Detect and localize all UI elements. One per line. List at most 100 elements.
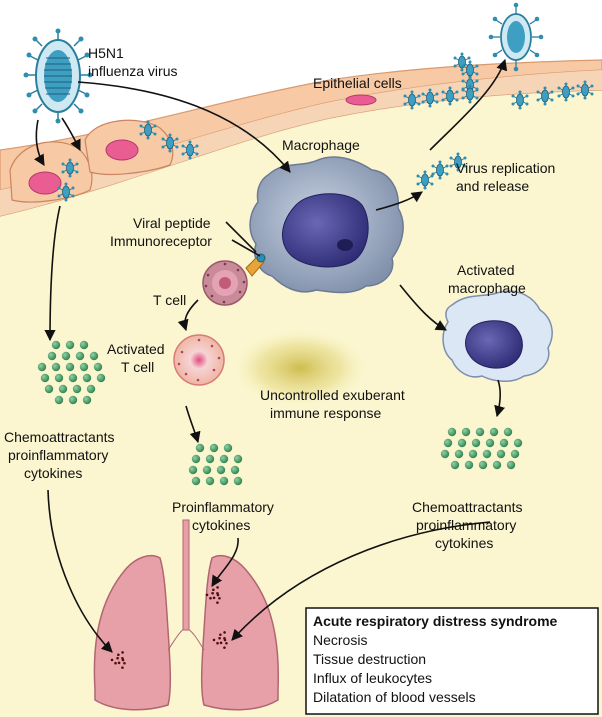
activated-t-cell-label-line1: Activated [107, 341, 165, 357]
lesion-dot [225, 641, 228, 645]
activated-macrophage-label-line1: Activated [457, 262, 515, 278]
cytokine-dot [499, 438, 509, 448]
cytokine-dot [79, 362, 89, 372]
lesion-dot [223, 636, 226, 640]
cytokine-dot [65, 340, 75, 350]
cytokine-dot [489, 427, 499, 437]
cytokine-dot [65, 362, 75, 372]
cytokine-dot [202, 465, 212, 475]
epithelial-fill [0, 70, 602, 216]
cytokine-dot [219, 476, 229, 486]
cytokine-dot [450, 460, 460, 470]
small-virus-icon [449, 152, 467, 172]
proinflam-label-line1: Proinflammatory [172, 499, 274, 515]
activated-t-cell [173, 334, 225, 386]
cytokine-dot [188, 465, 198, 475]
released-virus-icon [488, 2, 544, 72]
cytokine-dot [475, 427, 485, 437]
cytokine-dot [37, 362, 47, 372]
cytokine-dot [40, 373, 50, 383]
center-label-line1: Uncontrolled exuberant [260, 387, 405, 403]
cytokine-dot [230, 465, 240, 475]
cytokine-dot [468, 449, 478, 459]
small-virus-icon [61, 158, 79, 178]
virus-label-line1: H5N1 [88, 45, 124, 61]
small-virus-icon [536, 86, 554, 106]
lesion-dot [216, 591, 219, 595]
ards-item: Influx of leukocytes [313, 670, 432, 686]
h5n1-virus-icon [23, 28, 93, 124]
cytokine-clusters [37, 340, 523, 486]
small-virus-icon [461, 84, 479, 104]
replication-label-line2: and release [456, 178, 529, 194]
lesion-dot [212, 588, 215, 592]
lesion-dot [211, 591, 214, 595]
cytokine-dot [510, 449, 520, 459]
small-virus-icon [453, 52, 471, 72]
small-virus-icon [511, 90, 529, 110]
lesion-dot [114, 661, 117, 665]
cytokine-dot [492, 460, 502, 470]
chemo-right-line3: cytokines [435, 535, 493, 551]
macrophage-label: Macrophage [282, 137, 360, 153]
lesion-dot [212, 596, 216, 600]
cytokine-dot [454, 449, 464, 459]
cytokine-dot [205, 476, 215, 486]
lesion-dot [116, 656, 119, 660]
cytokine-dot [205, 454, 215, 464]
lesion-dot [123, 661, 126, 665]
cytokine-dot [61, 351, 71, 361]
cytokine-dot [191, 454, 201, 464]
cytokine-dot [461, 427, 471, 437]
chemo-left-line3: cytokines [24, 465, 82, 481]
cytokine-dot [75, 351, 85, 361]
cytokine-dot [51, 362, 61, 372]
small-virus-icon [139, 120, 157, 140]
immunoreceptor-icon [245, 257, 265, 277]
lesion-dot [216, 586, 219, 589]
cytokine-dot [503, 427, 513, 437]
ards-item: Dilatation of blood vessels [313, 689, 476, 705]
cytokine-dot [482, 449, 492, 459]
chemo-right-line1: Chemoattractants [412, 499, 523, 515]
small-virus-icon [557, 82, 575, 102]
small-virus-icon [421, 88, 439, 108]
proinflam-label-line2: cytokines [192, 517, 250, 533]
ards-item: Necrosis [313, 632, 367, 648]
cytokine-dot [471, 438, 481, 448]
small-virus-icon [461, 60, 479, 80]
cytokine-dot [216, 465, 226, 475]
cytokine-dot [51, 340, 61, 350]
cytokine-dot [72, 384, 82, 394]
lesion-dot [205, 593, 209, 597]
epithelial-cells-label: Epithelial cells [313, 75, 402, 91]
cytokine-dot [96, 373, 106, 383]
lesion-dot [219, 641, 223, 645]
cytokine-dot [54, 373, 64, 383]
cytokine-dot [47, 351, 57, 361]
lesion-dot [117, 661, 121, 665]
chemo-right-line2: proinflammatory [416, 517, 516, 533]
cytokine-dot [447, 427, 457, 437]
lesion-dot [209, 596, 212, 600]
ards-title: Acute respiratory distress syndrome [313, 613, 558, 629]
lesion-dot [121, 666, 124, 669]
cytokine-dot [89, 351, 99, 361]
chemo-left-line1: Chemoattractants [4, 429, 115, 445]
lesion-dot [223, 646, 226, 649]
small-virus-icon [576, 80, 594, 100]
viral-peptide-label: Viral peptide [133, 215, 211, 231]
small-virus-icon [57, 182, 75, 202]
small-virus-icon [161, 133, 179, 153]
cytokine-dot [485, 438, 495, 448]
cytokine-dot [86, 384, 96, 394]
cytokine-dot [457, 438, 467, 448]
lesion-dot [218, 596, 221, 600]
epithelial-nucleus [28, 171, 62, 195]
cytokine-dot [93, 362, 103, 372]
lesion-dot [218, 636, 221, 640]
small-virus-icon [441, 86, 459, 106]
cytokine-dot [79, 340, 89, 350]
lesion-dot [219, 633, 222, 637]
